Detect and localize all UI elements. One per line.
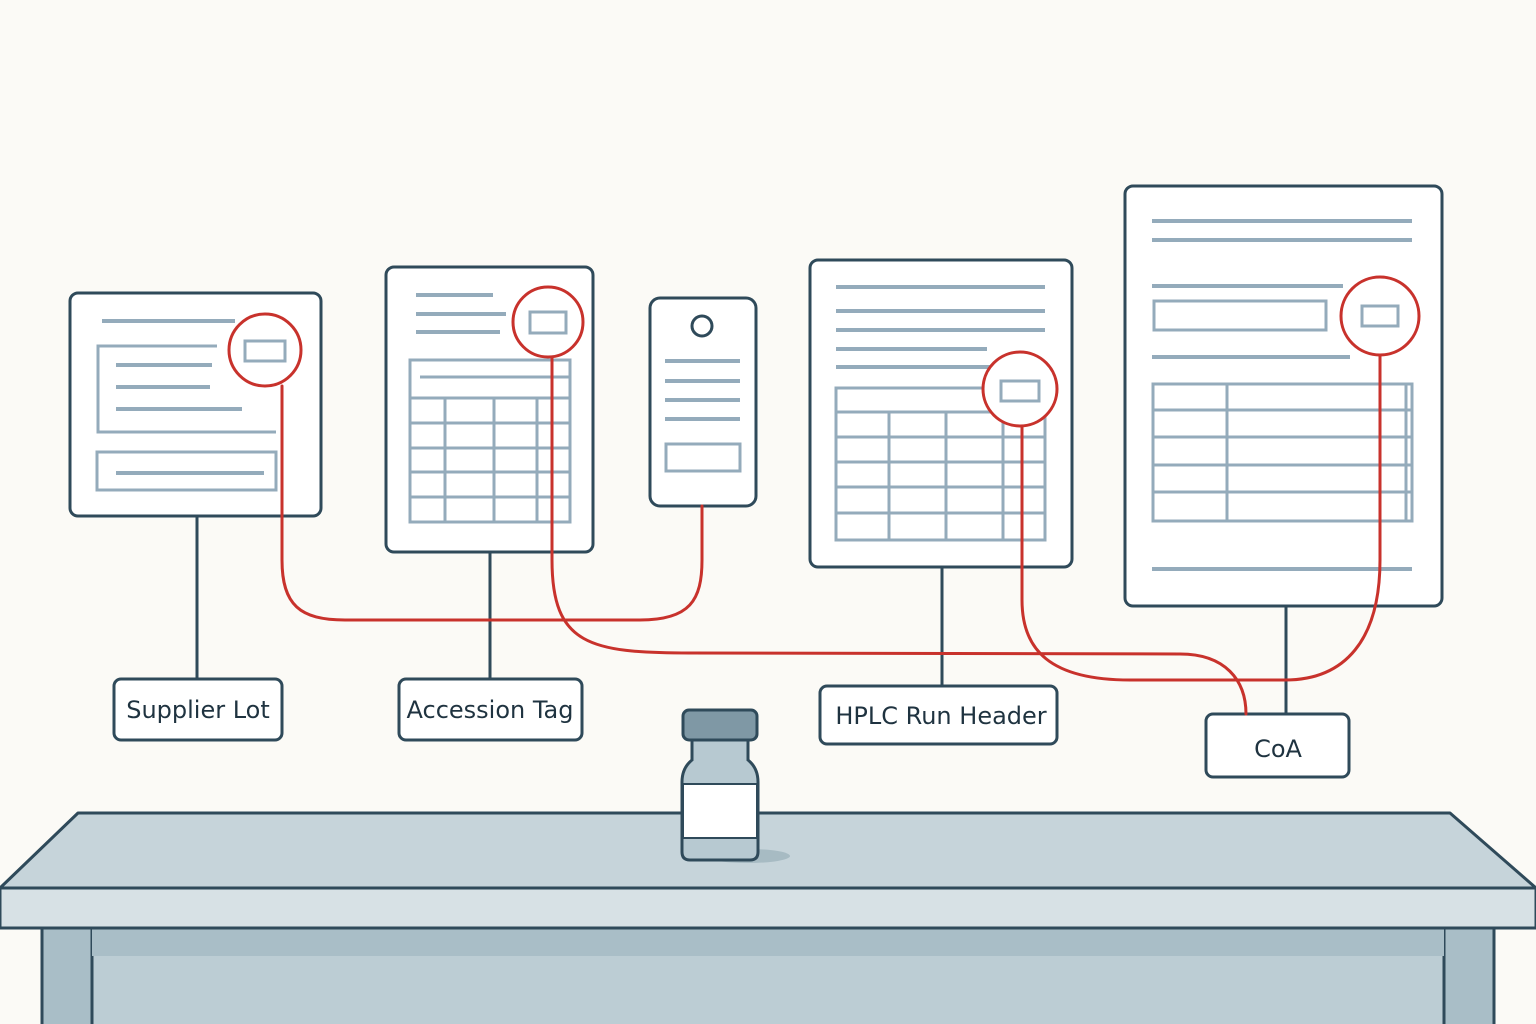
hplc-run-header-text-lines bbox=[836, 285, 1045, 369]
supplier-lot-document: Supplier Lot bbox=[68, 291, 323, 742]
accession-tag-text-lines bbox=[416, 293, 506, 334]
hplc-run-header-label: HPLC Run Header bbox=[835, 702, 1046, 730]
coa-label-box bbox=[1204, 712, 1351, 779]
coa-document: CoA bbox=[1123, 184, 1444, 779]
vial-cap bbox=[681, 708, 759, 742]
hplc-run-header-document: HPLC Run Header bbox=[808, 258, 1074, 746]
supplier-lot-panels bbox=[95, 344, 278, 492]
hang-tag-text-lines bbox=[665, 359, 740, 421]
bench-shadow-band bbox=[92, 928, 1444, 956]
accession-tag-label: Accession Tag bbox=[407, 696, 574, 724]
accession-tag-document: Accession Tag bbox=[384, 265, 595, 742]
coa-batch-field bbox=[1360, 304, 1400, 328]
coa-results-table bbox=[1151, 382, 1414, 523]
bench-leg-left bbox=[40, 923, 94, 1024]
bench-front-edge bbox=[0, 886, 1536, 930]
coa-sheet bbox=[1123, 184, 1444, 608]
vial-label bbox=[682, 783, 758, 839]
sample-hang-tag bbox=[648, 296, 758, 508]
traceability-links bbox=[280, 353, 1382, 716]
coa-text-lines bbox=[1152, 219, 1412, 571]
sample-vial bbox=[680, 708, 790, 863]
supplier-lot-lot-field bbox=[243, 339, 287, 363]
accession-tag-label-box bbox=[397, 677, 584, 742]
accession-tag-grid bbox=[408, 358, 572, 524]
supplier-lot-label: Supplier Lot bbox=[126, 696, 270, 724]
hplc-run-header-sample-field bbox=[999, 379, 1041, 403]
coa-label: CoA bbox=[1254, 735, 1302, 763]
supplier-lot-label-box bbox=[112, 677, 284, 742]
lab-bench bbox=[0, 811, 1536, 1024]
coa-product-field bbox=[1152, 299, 1328, 332]
accession-tag-id-field bbox=[528, 310, 568, 335]
link-supplier-lot-to-hang-tag bbox=[280, 384, 704, 622]
bench-leg-right bbox=[1442, 923, 1496, 1024]
supplier-lot-text-lines bbox=[102, 319, 264, 475]
hplc-run-header-label-box bbox=[818, 684, 1059, 746]
link-hplc-run-header-to-coa bbox=[1020, 353, 1382, 682]
hang-tag-hole bbox=[690, 314, 714, 338]
hang-tag-barcode-field bbox=[664, 442, 742, 473]
